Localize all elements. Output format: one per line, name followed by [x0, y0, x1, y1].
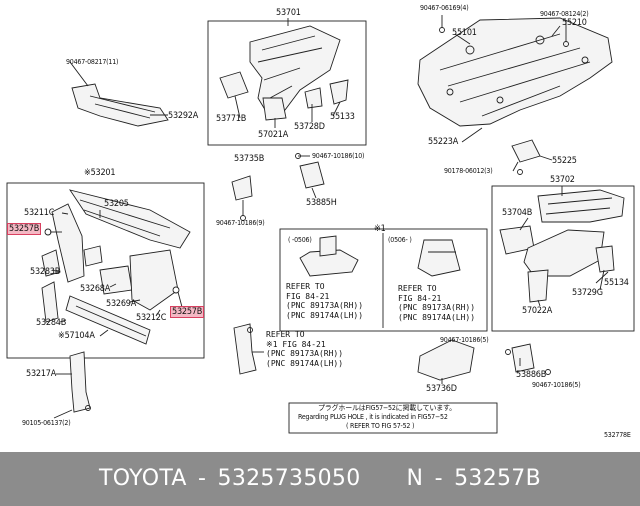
- label-55134: 55134: [604, 278, 629, 288]
- label-90467-10186-5b: 90467-10186(5): [532, 381, 581, 389]
- label-53728D: 53728D: [294, 122, 325, 132]
- pnc-code: N - 53257B: [406, 466, 541, 491]
- plug-note-japanese: プラグホールはFIG57−52に掲載しています。: [318, 404, 456, 412]
- label-53292A: 53292A: [168, 111, 199, 121]
- label-53268A: 53268A: [80, 284, 111, 294]
- group-box-53702: [491, 185, 635, 332]
- refer-note-right: REFER TO FIG 84-21 (PNC 89173A(RH)) (PNC…: [398, 284, 476, 322]
- label-53212C: 53212C: [136, 313, 167, 323]
- label-90467-06169: 90467-06169(4): [420, 4, 469, 12]
- label-57021A: 57021A: [258, 130, 289, 140]
- diagram-drawing: [6, 15, 635, 434]
- label-53736D: 53736D: [426, 384, 457, 394]
- part-info-footer: TOYOTA - 5325735050 N - 53257B: [0, 452, 640, 506]
- part-number: 5325735050: [217, 466, 361, 491]
- label-53257B-right[interactable]: 53257B: [170, 306, 205, 318]
- label-55210: 55210: [562, 18, 587, 28]
- label-53284B: 53284B: [36, 318, 67, 328]
- label-53269A: 53269A: [106, 299, 137, 309]
- label-55225: 55225: [552, 156, 577, 166]
- refer-note-bottom: REFER TO ※1 FIG 84-21 (PNC 89173A(RH)) (…: [266, 330, 344, 368]
- footer-text: TOYOTA - 5325735050 N - 53257B: [0, 452, 640, 506]
- label-53771B: 53771B: [216, 114, 247, 124]
- label-53217A: 53217A: [26, 369, 57, 379]
- parts-diagram: 53701 90467-06169(4) 90467-08124(2) 5521…: [6, 4, 635, 439]
- plug-hole-note-box: [288, 402, 498, 434]
- label-90467-10186-10: 90467-10186(10): [312, 152, 365, 160]
- label-53886B: 53886B: [516, 370, 547, 380]
- label-55223A: 55223A: [428, 137, 459, 147]
- label-90105-06137: 90105-06137(2): [22, 419, 71, 427]
- plug-note-english: Regarding PLUG HOLE , it is indicated in…: [298, 413, 448, 421]
- group-box-53201: [6, 182, 205, 359]
- range-right: (0506- ): [388, 236, 412, 244]
- label-57022A: 57022A: [522, 306, 553, 316]
- label-90178-06012: 90178-06012(3): [444, 167, 493, 175]
- label-53283B: 53283B: [30, 267, 61, 277]
- label-53729G: 53729G: [572, 288, 603, 298]
- group-box-note1: [279, 228, 488, 332]
- refer-note-left: REFER TO FIG 84-21 (PNC 89173A(RH)) (PNC…: [286, 282, 364, 320]
- label-53701: 53701: [276, 8, 301, 18]
- label-90467-10186-9: 90467-10186(9): [216, 219, 265, 227]
- figure-code: 532778E: [604, 431, 631, 439]
- label-55133: 55133: [330, 112, 355, 122]
- footer-separator: -: [186, 466, 218, 491]
- range-left: ( -0506): [288, 236, 312, 244]
- label-90467-08217: 90467-08217(11): [66, 58, 119, 66]
- label-53735B: 53735B: [234, 154, 265, 164]
- note-mark: ※1: [374, 224, 386, 234]
- label-53885H: 53885H: [306, 198, 337, 208]
- plug-note-refer: ( REFER TO FIG 57-52 ): [346, 422, 415, 430]
- label-53201: ※53201: [84, 168, 116, 178]
- label-53211C: 53211C: [24, 208, 55, 218]
- brand-name: TOYOTA: [99, 466, 187, 491]
- label-90467-08124: 90467-08124(2): [540, 10, 589, 18]
- label-53257B-left[interactable]: 53257B: [7, 223, 42, 235]
- label-53702: 53702: [550, 175, 575, 185]
- group-box-53701: [207, 20, 367, 146]
- label-57104A: ※57104A: [58, 331, 95, 341]
- label-55101: 55101: [452, 28, 477, 38]
- label-53205: 53205: [104, 199, 129, 209]
- label-53704B: 53704B: [502, 208, 533, 218]
- label-90467-10186-5a: 90467-10186(5): [440, 336, 489, 344]
